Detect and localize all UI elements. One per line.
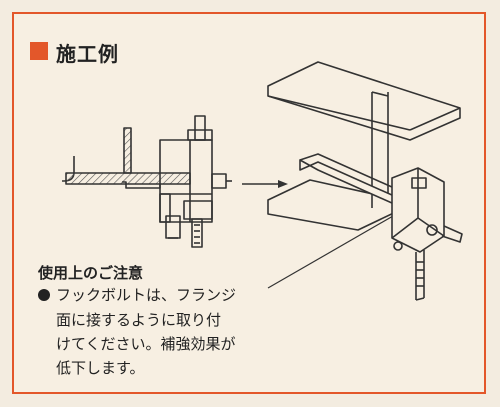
beam-bottom-flange <box>267 179 401 231</box>
note-line: けてください。補強効果が <box>56 335 236 353</box>
cross-section-diagram <box>62 115 232 248</box>
top-bolt <box>194 115 206 141</box>
perspective-beam-diagram <box>267 61 463 301</box>
clamp-hole <box>426 224 438 236</box>
clamp-bottom-bolt <box>415 250 425 301</box>
lower-bolt <box>191 218 203 248</box>
beam-top-flange <box>267 61 461 141</box>
notes-heading: 使用上のご注意 <box>38 264 144 282</box>
clamp-side-bolt <box>441 225 463 243</box>
note-line: 低下します。 <box>56 359 145 377</box>
flange-plate <box>65 172 191 185</box>
side-nut <box>211 173 227 189</box>
page-title: 施工例 <box>56 42 119 66</box>
note-line: フックボルトは、フランジ <box>56 286 237 304</box>
angle-upright <box>123 127 132 174</box>
pointer-arrow <box>242 180 288 188</box>
note-line: 面に接するように取り付 <box>56 311 222 329</box>
title-square-marker <box>30 42 48 60</box>
bullet-point <box>38 289 50 301</box>
